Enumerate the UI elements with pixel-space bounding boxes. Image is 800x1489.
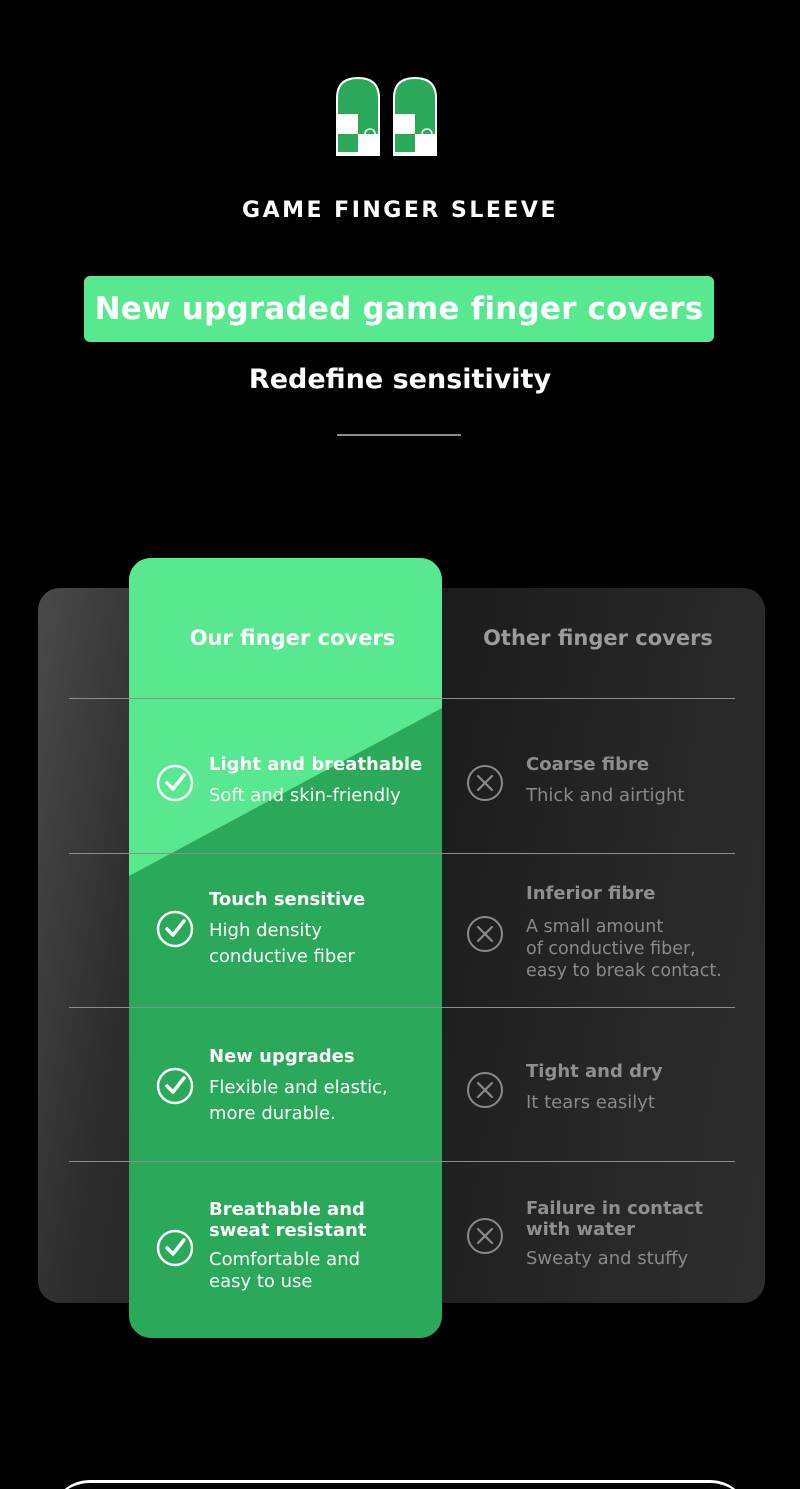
check-circle-icon <box>156 910 194 948</box>
table-cell-ours: Breathable and sweat resistant Comfortab… <box>209 1199 366 1293</box>
subheadline: Redefine sensitivity <box>248 364 552 395</box>
row-divider <box>69 853 735 854</box>
feature-title: Light and breathable <box>209 754 423 775</box>
check-circle-icon <box>156 764 194 802</box>
feature-description-line: Comfortable and <box>209 1249 361 1270</box>
feature-description-line: easy to break contact. <box>526 961 722 981</box>
row-divider <box>69 1007 735 1008</box>
feature-title: Coarse fibre <box>526 754 650 775</box>
x-circle-icon <box>467 1218 503 1254</box>
feature-description: Soft and skin-friendly <box>209 785 401 806</box>
x-circle-icon <box>467 1072 503 1108</box>
feature-title-line: Breathable and <box>209 1199 365 1220</box>
feature-title: Tight and dry <box>526 1061 663 1082</box>
row-divider <box>69 1161 735 1162</box>
brand-title: GAME FINGER SLEEVE <box>242 198 558 223</box>
feature-description-line: A small amount <box>526 917 664 937</box>
column-header-ours: Our finger covers <box>189 626 396 650</box>
feature-title: Touch sensitive <box>209 889 366 910</box>
feature-title-line: sweat resistant <box>209 1220 367 1241</box>
table-cell-ours: Touch sensitive High density conductive … <box>209 889 365 970</box>
our-column-highlight <box>129 558 442 1338</box>
feature-description-line: of conductive fiber, <box>526 939 696 959</box>
next-section-edge <box>50 1480 750 1489</box>
feature-title: New upgrades <box>209 1046 355 1067</box>
green-column-light-area <box>129 558 442 876</box>
feature-description: Thick and airtight <box>526 785 685 806</box>
x-circle-icon <box>467 765 503 801</box>
table-cell-others: Tight and dry It tears easilyt <box>526 1061 663 1114</box>
finger-sleeve-logo-icon <box>336 76 437 156</box>
row-divider <box>69 698 735 699</box>
feature-description-line: Flexible and elastic, <box>209 1077 388 1098</box>
x-circle-icon <box>467 916 503 952</box>
table-cell-ours: New upgrades Flexible and elastic, more … <box>209 1046 388 1127</box>
feature-description-line: conductive fiber <box>209 946 355 967</box>
feature-description: Sweaty and stuffy <box>526 1248 689 1269</box>
table-cell-others: Coarse fibre Thick and airtight <box>526 754 684 807</box>
check-circle-icon <box>156 1067 194 1105</box>
feature-description: It tears easilyt <box>526 1092 655 1113</box>
feature-title: Inferior fibre <box>526 883 656 904</box>
column-header-others: Other finger covers <box>483 626 713 650</box>
feature-title-line: with water <box>526 1219 635 1240</box>
feature-description-line: High density <box>209 920 323 941</box>
check-circle-icon <box>156 1229 194 1267</box>
headline-banner: New upgraded game finger covers <box>84 276 714 342</box>
feature-description-line: easy to use <box>209 1271 313 1292</box>
table-cell-others: Inferior fibre A small amount of conduct… <box>526 883 722 982</box>
title-divider <box>337 434 461 436</box>
feature-title-line: Failure in contact <box>526 1198 704 1219</box>
table-cell-ours: Light and breathable Soft and skin-frien… <box>209 754 422 807</box>
headline-text: New upgraded game finger covers <box>94 291 704 327</box>
feature-description-line: more durable. <box>209 1103 336 1124</box>
table-cell-others: Failure in contact with water Sweaty and… <box>526 1198 703 1270</box>
